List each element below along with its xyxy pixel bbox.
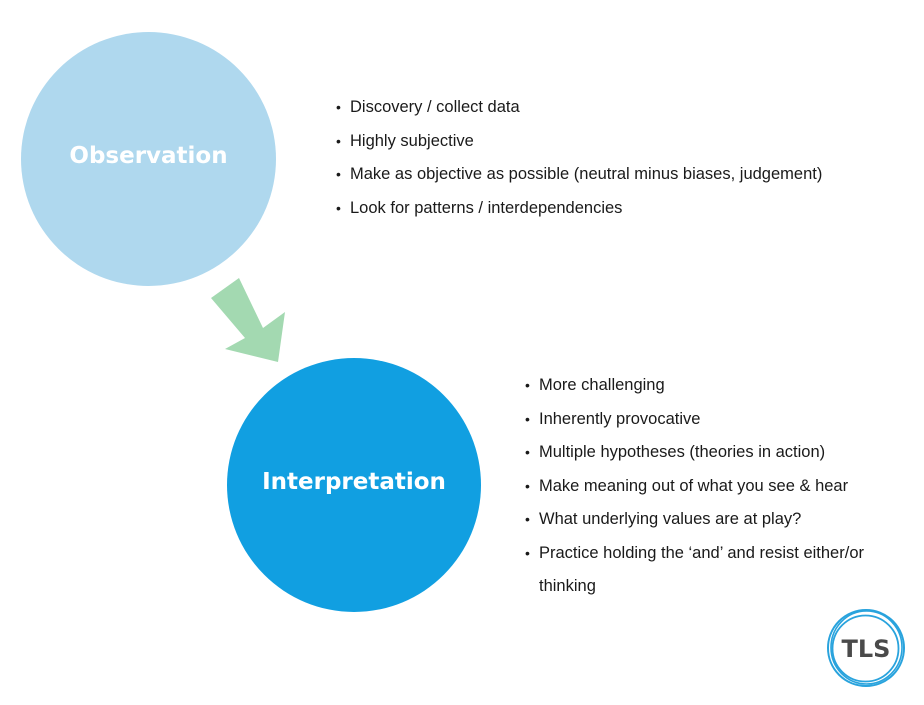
list-item: Discovery / collect data	[336, 91, 822, 125]
list-item: Inherently provocative	[525, 403, 885, 437]
arrow-shape	[211, 278, 285, 362]
list-item: Make meaning out of what you see & hear	[525, 470, 885, 504]
list-item: What underlying values are at play?	[525, 503, 885, 537]
list-item: Make as objective as possible (neutral m…	[336, 158, 822, 192]
list-item: Multiple hypotheses (theories in action)	[525, 436, 885, 470]
logo-ring-outer	[827, 609, 905, 687]
observation-title: Observation	[69, 143, 228, 169]
list-item: More challenging	[525, 369, 885, 403]
list-item: Highly subjective	[336, 125, 822, 159]
logo-ring-inner	[831, 614, 900, 683]
interpretation-circle: Interpretation	[227, 358, 481, 612]
interpretation-bullet-list: More challenging Inherently provocative …	[525, 369, 885, 604]
interpretation-title: Interpretation	[262, 469, 446, 495]
list-item: Look for patterns / interdependencies	[336, 192, 822, 226]
logo-text: TLS	[842, 635, 891, 663]
logo-ring-middle	[830, 610, 903, 685]
list-item: Practice holding the ‘and’ and resist ei…	[525, 537, 885, 604]
observation-circle: Observation	[21, 32, 276, 286]
observation-bullet-list: Discovery / collect data Highly subjecti…	[336, 91, 822, 225]
tls-logo: TLS	[827, 609, 905, 687]
